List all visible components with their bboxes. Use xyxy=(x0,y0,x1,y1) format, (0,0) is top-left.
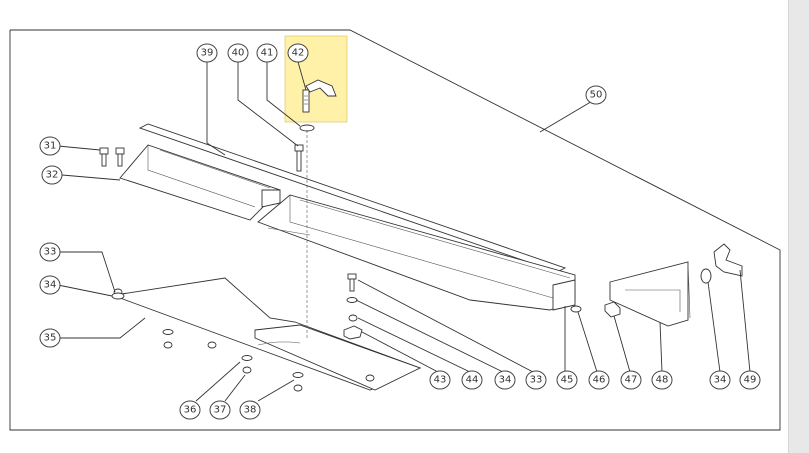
underplate-hardware xyxy=(162,329,375,392)
svg-text:33: 33 xyxy=(530,375,543,386)
part-39-strip xyxy=(138,123,567,273)
svg-text:31: 31 xyxy=(44,141,57,152)
svg-text:50: 50 xyxy=(590,90,603,101)
callout-40: 40 xyxy=(227,43,249,63)
part-34-washer-right xyxy=(700,268,712,284)
part-46-nut xyxy=(570,305,582,313)
part-31-bolts xyxy=(99,147,125,167)
svg-text:46: 46 xyxy=(593,375,606,386)
callout-35: 35 xyxy=(39,328,61,348)
svg-text:34: 34 xyxy=(44,280,57,291)
part-49-clamp-lever xyxy=(713,243,743,277)
callout-48: 48 xyxy=(651,370,673,390)
svg-text:34: 34 xyxy=(714,375,727,386)
callout-45: 45 xyxy=(556,370,578,390)
callout-38: 38 xyxy=(239,400,261,420)
callout-50: 50 xyxy=(585,85,607,105)
callout-32: 32 xyxy=(41,165,63,185)
part-44-nut xyxy=(348,314,358,322)
callout-34-center: 34 xyxy=(494,370,516,390)
callout-36: 36 xyxy=(179,400,201,420)
callout-44: 44 xyxy=(461,370,483,390)
callout-41: 41 xyxy=(256,43,278,63)
part-34-washer-center xyxy=(346,297,358,303)
svg-text:36: 36 xyxy=(184,405,197,416)
callout-33: 33 xyxy=(39,242,61,262)
svg-text:39: 39 xyxy=(201,48,214,59)
svg-text:44: 44 xyxy=(466,375,479,386)
callout-37: 37 xyxy=(209,400,231,420)
callout-33-center: 33 xyxy=(525,370,547,390)
diagram-boundary xyxy=(9,29,781,431)
part-34-washer-left xyxy=(111,292,125,300)
parts-diagram-viewer: 31 32 33 34 35 36 37 38 39 40 41 42 xyxy=(9,29,781,431)
part-47-block xyxy=(604,301,621,318)
part-33-bolt xyxy=(347,273,357,292)
callout-34-right: 34 xyxy=(709,370,731,390)
svg-text:45: 45 xyxy=(561,375,574,386)
svg-text:42: 42 xyxy=(292,48,305,59)
svg-text:32: 32 xyxy=(46,170,59,181)
callout-46: 46 xyxy=(588,370,610,390)
svg-text:48: 48 xyxy=(656,375,669,386)
part-48-bracket xyxy=(609,261,691,327)
callout-49: 49 xyxy=(739,370,761,390)
callout-47: 47 xyxy=(620,370,642,390)
svg-text:41: 41 xyxy=(261,48,274,59)
exploded-parts-diagram: 31 32 33 34 35 36 37 38 39 40 41 42 xyxy=(9,29,781,431)
svg-text:33: 33 xyxy=(44,247,57,258)
svg-text:40: 40 xyxy=(232,48,245,59)
part-40-bolt xyxy=(294,144,304,172)
part-main-rail xyxy=(257,194,576,311)
svg-text:34: 34 xyxy=(499,375,512,386)
part-43-nut xyxy=(343,325,363,340)
leader-lines xyxy=(57,61,751,402)
viewer-side-panel[interactable] xyxy=(788,0,809,453)
svg-text:35: 35 xyxy=(44,333,57,344)
callout-42: 42 xyxy=(287,43,309,63)
callout-39: 39 xyxy=(196,43,218,63)
svg-text:49: 49 xyxy=(744,375,757,386)
svg-text:37: 37 xyxy=(214,405,227,416)
callout-43: 43 xyxy=(429,370,451,390)
svg-text:38: 38 xyxy=(244,405,257,416)
svg-text:43: 43 xyxy=(434,375,447,386)
part-32-rail xyxy=(119,144,281,221)
svg-text:47: 47 xyxy=(625,375,638,386)
callout-34: 34 xyxy=(39,275,61,295)
callout-31: 31 xyxy=(39,136,61,156)
